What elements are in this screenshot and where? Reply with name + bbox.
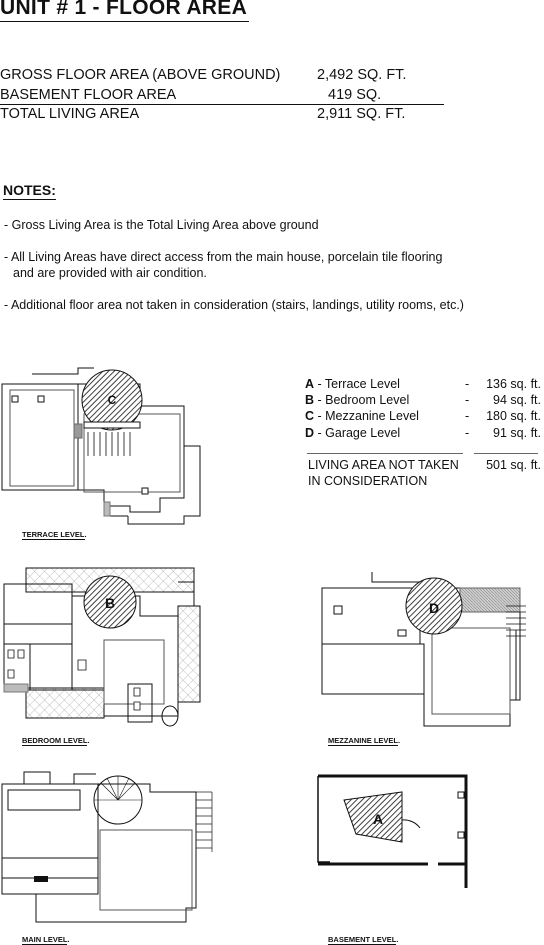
total-divider xyxy=(0,104,444,105)
legend-row-c: C - Mezzanine Level - 180 sq. ft. xyxy=(305,408,541,424)
legend-divider xyxy=(307,453,463,454)
basement-level-caption-text: BASEMENT LEVEL xyxy=(328,935,397,945)
note-living-areas: - All Living Areas have direct access fr… xyxy=(4,250,443,264)
legend-dash-d: - xyxy=(465,426,470,440)
basement-level-caption: BASEMENT LEVEL. xyxy=(328,935,399,945)
basement-floor-area-value: 419 SQ. xyxy=(328,87,382,103)
legend-label-b: - Bedroom Level xyxy=(314,393,410,407)
total-living-area-value: 2,911 SQ. FT. xyxy=(317,106,406,122)
legend-key-c: C xyxy=(305,409,315,423)
legend-row-b: B - Bedroom Level - 94 sq. ft. xyxy=(305,392,541,408)
legend-key-a: A xyxy=(305,377,315,391)
legend-dash-c: - xyxy=(465,409,470,423)
legend-row-d: D - Garage Level - 91 sq. ft. xyxy=(305,425,541,441)
total-living-area-label: TOTAL LIVING AREA xyxy=(0,106,140,122)
mezzanine-level-caption: MEZZANINE LEVEL. xyxy=(328,736,401,746)
notes-heading: NOTES: xyxy=(3,182,56,200)
bedroom-level-caption-suffix: . xyxy=(87,736,90,745)
bedroom-level-plan: B xyxy=(0,566,210,734)
terrace-level-marker: C xyxy=(108,393,117,407)
main-level-caption-text: MAIN LEVEL xyxy=(22,935,68,945)
note-additional-area: - Additional floor area not taken in con… xyxy=(4,298,464,312)
legend-total-label-1: LIVING AREA NOT TAKEN xyxy=(308,458,459,472)
legend-row-a: A - Terrace Level - 136 sq. ft. xyxy=(305,376,541,392)
terrace-level-caption-suffix: . xyxy=(84,530,87,539)
legend-key-d: D xyxy=(305,426,315,440)
main-level-plan xyxy=(0,762,214,930)
legend-total-row-2: IN CONSIDERATION xyxy=(305,473,541,489)
main-level-caption-suffix: . xyxy=(67,935,70,944)
basement-level-caption-suffix: . xyxy=(396,935,399,944)
mezzanine-level-caption-suffix: . xyxy=(398,736,401,745)
basement-floor-area-label: BASEMENT FLOOR AREA xyxy=(0,87,177,103)
basement-level-marker: A xyxy=(373,811,383,827)
legend-value-a: 136 sq. ft. xyxy=(486,377,541,391)
legend-label-c: - Mezzanine Level xyxy=(314,409,419,423)
gross-floor-area-label: GROSS FLOOR AREA (ABOVE GROUND) xyxy=(0,67,281,83)
basement-floor-area-row: BASEMENT FLOOR AREA 419 SQ. xyxy=(0,86,444,104)
legend-label-d: - Garage Level xyxy=(314,426,401,440)
terrace-level-caption: TERRACE LEVEL. xyxy=(22,530,87,540)
mezzanine-level-caption-text: MEZZANINE LEVEL xyxy=(328,736,399,746)
legend-divider-right xyxy=(474,453,538,454)
mezzanine-level-plan: D xyxy=(320,570,530,730)
gross-floor-area-row: GROSS FLOOR AREA (ABOVE GROUND) 2,492 SQ… xyxy=(0,66,444,84)
mezzanine-level-marker: D xyxy=(429,600,439,616)
gross-floor-area-value: 2,492 SQ. FT. xyxy=(317,67,407,83)
legend-dash-a: - xyxy=(465,377,470,391)
bedroom-level-caption-text: BEDROOM LEVEL xyxy=(22,736,88,746)
legend-value-b: 94 sq. ft. xyxy=(493,393,541,407)
legend-dash-b: - xyxy=(465,393,470,407)
terrace-level-caption-text: TERRACE LEVEL xyxy=(22,530,85,540)
legend-value-c: 180 sq. ft. xyxy=(486,409,541,423)
page-title: UNIT # 1 - FLOOR AREA xyxy=(0,0,250,22)
legend-key-b: B xyxy=(305,393,315,407)
legend-total-label-2: IN CONSIDERATION xyxy=(308,474,428,488)
terrace-level-plan: C xyxy=(0,366,205,530)
note-living-areas-cont: and are provided with air condition. xyxy=(13,266,207,280)
bedroom-level-marker: B xyxy=(105,595,115,611)
basement-level-plan: A xyxy=(316,772,472,892)
legend-value-d: 91 sq. ft. xyxy=(493,426,541,440)
total-living-area-row: TOTAL LIVING AREA 2,911 SQ. FT. xyxy=(0,105,444,123)
legend-total-row: LIVING AREA NOT TAKEN 501 sq. ft. xyxy=(305,457,541,473)
note-living-areas-cont-wrap: and are provided with air condition. xyxy=(4,265,544,281)
main-level-caption: MAIN LEVEL. xyxy=(22,935,70,945)
legend-total-value: 501 sq. ft. xyxy=(486,458,541,472)
note-gross-living: - Gross Living Area is the Total Living … xyxy=(4,218,319,232)
bedroom-level-caption: BEDROOM LEVEL. xyxy=(22,736,90,746)
legend-label-a: - Terrace Level xyxy=(314,377,400,391)
